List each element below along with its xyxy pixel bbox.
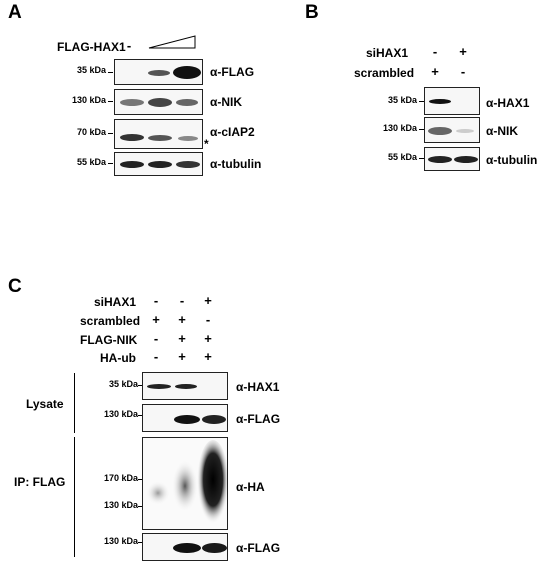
b-marker-55: 55 kDa	[387, 152, 417, 162]
a-antibody-tubulin: α-tubulin	[210, 157, 262, 171]
c-sign: +	[204, 331, 212, 346]
c-marker-35: 35 kDa	[108, 379, 138, 389]
b-antibody-hax1: α-HAX1	[486, 96, 530, 110]
a-dose-wedge	[148, 35, 196, 49]
b-row-label: scrambled	[354, 66, 415, 80]
a-antibody-nik: α-NIK	[210, 95, 243, 109]
b-sign: -	[432, 44, 438, 59]
a-asterisk: *	[204, 137, 209, 151]
c-sign: +	[204, 293, 212, 308]
c-row-label: FLAG-NIK	[80, 333, 138, 347]
c-sign: -	[153, 331, 159, 346]
c-sign: +	[204, 349, 212, 364]
c-blot-ha	[142, 437, 228, 530]
a-antibody-ciap2: α-cIAP2	[210, 125, 255, 139]
a-marker-55: 55 kDa	[76, 157, 106, 167]
c-sign: +	[152, 312, 160, 327]
c-sign: -	[153, 293, 159, 308]
panel-letter-c: C	[8, 276, 22, 297]
c-sign: +	[178, 331, 186, 346]
a-blot-ciap2	[114, 119, 203, 149]
c-blot-flag-ip	[142, 533, 228, 561]
b-marker-35: 35 kDa	[387, 95, 417, 105]
c-marker-tick	[138, 479, 143, 480]
a-antibody-flag: α-FLAG	[210, 65, 255, 79]
b-blot-hax1	[424, 87, 480, 115]
c-marker-130: 130 kDa	[103, 500, 138, 510]
c-antibody-ha: α-HA	[236, 480, 265, 494]
panel-letter-b: B	[305, 2, 319, 23]
c-marker-tick	[138, 506, 143, 507]
a-marker-130: 130 kDa	[71, 95, 106, 105]
c-sign: +	[178, 312, 186, 327]
c-marker-tick	[138, 542, 143, 543]
b-sign: +	[459, 44, 467, 59]
c-blot-hax1	[142, 372, 228, 400]
a-blot-flag	[114, 59, 203, 85]
c-row-label: siHAX1	[94, 295, 137, 309]
a-marker-35: 35 kDa	[76, 65, 106, 75]
c-sign: -	[205, 312, 211, 327]
c-ha-smear	[146, 440, 227, 528]
c-ip-bracket	[74, 437, 75, 557]
c-antibody-flag-lysate: α-FLAG	[236, 412, 281, 426]
c-marker-130: 130 kDa	[103, 409, 138, 419]
b-marker-130: 130 kDa	[382, 123, 417, 133]
a-marker-tick	[108, 101, 113, 102]
b-antibody-tubulin: α-tubulin	[486, 153, 538, 167]
a-treatment-minus: -	[126, 38, 132, 53]
c-sign: -	[179, 293, 185, 308]
a-marker-tick	[108, 72, 113, 73]
a-marker-tick	[108, 163, 113, 164]
c-lysate-bracket	[74, 373, 75, 433]
c-marker-tick	[138, 385, 143, 386]
c-marker-130: 130 kDa	[103, 536, 138, 546]
c-sign: -	[153, 349, 159, 364]
b-antibody-nik: α-NIK	[486, 124, 519, 138]
b-blot-nik	[424, 117, 480, 143]
c-blot-flag-lysate	[142, 404, 228, 432]
b-sign: +	[431, 64, 439, 79]
a-blot-tubulin	[114, 152, 203, 176]
a-treatment-label: FLAG-HAX1	[57, 40, 126, 54]
a-blot-nik	[114, 89, 203, 115]
b-blot-tubulin	[424, 147, 480, 171]
b-sign: -	[460, 64, 466, 79]
c-marker-tick	[138, 415, 143, 416]
b-row-label: siHAX1	[366, 46, 409, 60]
c-antibody-hax1: α-HAX1	[236, 380, 280, 394]
b-marker-tick	[419, 129, 424, 130]
c-antibody-flag-ip: α-FLAG	[236, 541, 281, 555]
b-marker-tick	[419, 101, 424, 102]
b-marker-tick	[419, 158, 424, 159]
c-sign: +	[178, 349, 186, 364]
a-marker-tick	[108, 133, 113, 134]
a-marker-70: 70 kDa	[76, 127, 106, 137]
c-ip-label: IP: FLAG	[14, 475, 66, 489]
c-lysate-label: Lysate	[26, 397, 64, 411]
c-marker-170: 170 kDa	[103, 473, 138, 483]
c-row-label: HA-ub	[100, 351, 136, 365]
panel-letter-a: A	[8, 2, 22, 23]
c-row-label: scrambled	[80, 314, 141, 328]
